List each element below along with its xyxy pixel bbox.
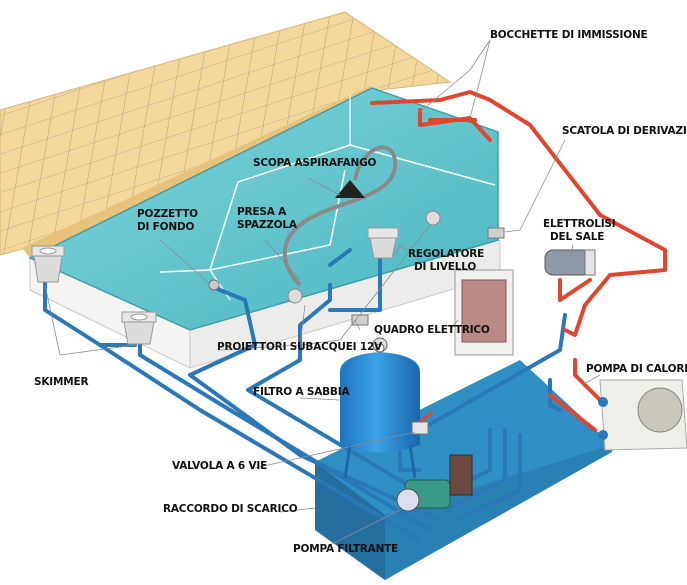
pool-floor-line [159,144,496,273]
equipment-platform-edge [385,445,612,580]
red-pipes [370,90,667,432]
label-presa-line2: SPAZZOLA [237,219,297,231]
label-pompa-calore: POMPA DI CALORE [586,363,687,375]
label-pozzetto-line2: DI FONDO [137,221,195,233]
sand-filter [340,337,420,479]
label-elettrolisi-line2: DEL SALE [550,231,605,243]
filter-pump [396,454,473,512]
vacuum-hose [282,145,398,287]
label-quadro-elettrico: QUADRO ELETTRICO [374,324,490,336]
electrical-panel [454,269,514,356]
label-pompa-filtrante: POMPA FILTRANTE [293,543,399,555]
salt-chlorinator [544,249,596,276]
label-regolatore-line2: DI LIVELLO [414,261,477,273]
label-presa-line1: PRESA A [237,206,287,218]
pool-floor-line [209,269,231,301]
skimmer-top [367,227,399,259]
underwater-light [287,288,303,304]
equipment-platform-edge [315,462,385,580]
label-regolatore-line1: REGOLATORE [408,248,485,260]
vacuum-head [335,180,365,198]
label-proiettori: PROIETTORI SUBACQUEI 12V [217,341,382,353]
skimmer-left [31,245,65,283]
junction-box [487,227,505,239]
skimmer-right [121,311,157,345]
leader-lines [44,39,601,546]
junction-box [351,314,369,326]
label-scopa-aspirafango: SCOPA ASPIRAFANGO [253,157,377,169]
label-valvola-6-vie: VALVOLA A 6 VIE [172,460,268,472]
label-raccordo-scarico: RACCORDO DI SCARICO [163,503,298,515]
label-filtro-sabbia: FILTRO A SABBIA [253,386,350,398]
bottom-drain [208,279,220,291]
label-scatola-derivazione: SCATOLA DI DERIVAZIONE [562,125,687,137]
label-elettrolisi-line1: ELETTROLISI [543,218,616,230]
label-skimmer: SKIMMER [34,376,89,388]
underwater-light [425,210,441,226]
label-pozzetto-line1: POZZETTO [137,208,198,220]
heat-pump [598,379,687,451]
label-bocchette-immissione: BOCCHETTE DI IMMISSIONE [490,29,648,41]
six-way-valve [411,410,433,435]
